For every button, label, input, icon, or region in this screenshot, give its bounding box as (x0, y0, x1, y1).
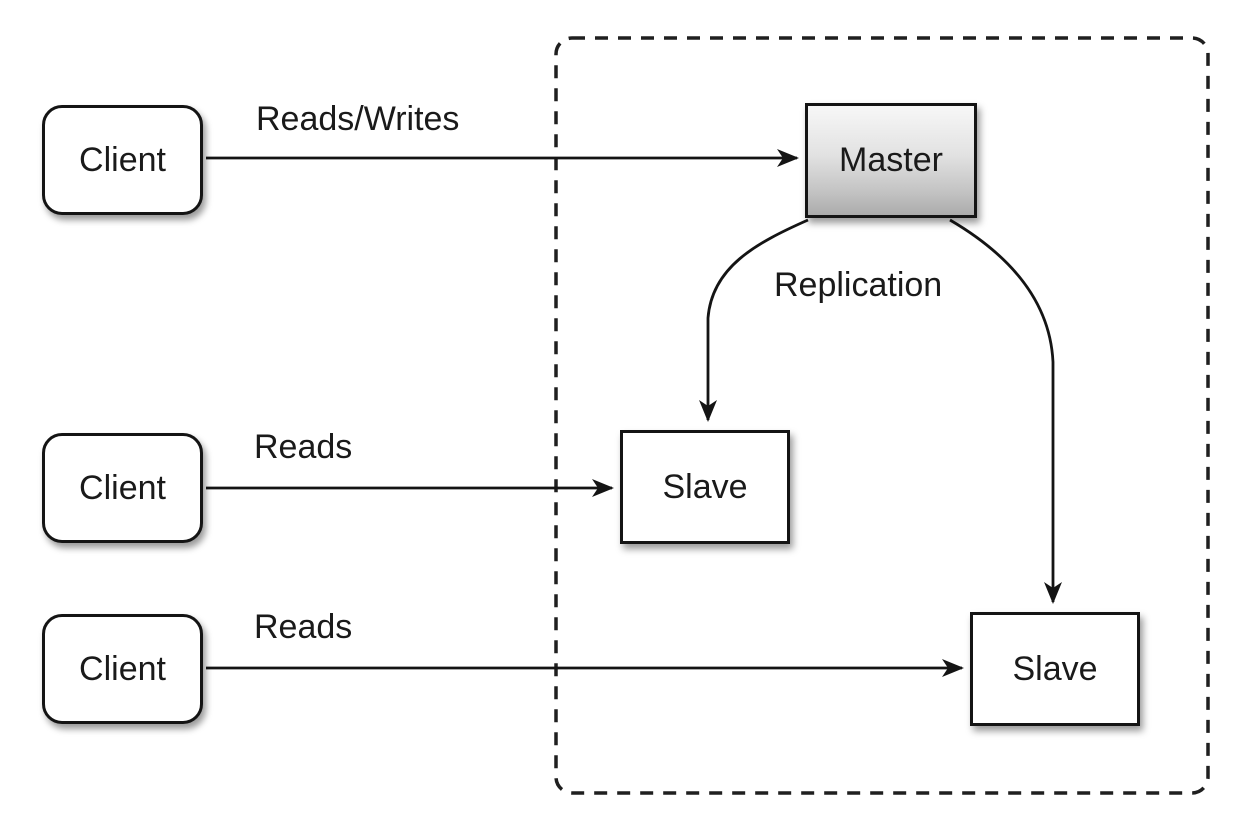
edge-label-reads-2: Reads (254, 608, 353, 646)
client-node-3-label: Client (79, 649, 166, 688)
slave-node-1-label: Slave (662, 467, 748, 506)
master-node: Master (805, 103, 977, 218)
replication-group-border (554, 36, 1210, 795)
edge-label-replication: Replication (774, 266, 943, 304)
slave-node-2: Slave (970, 612, 1140, 726)
edge-label-reads-writes: Reads/Writes (256, 100, 460, 138)
client-node-1: Client (42, 105, 203, 215)
edge-label-reads-1: Reads (254, 428, 353, 466)
slave-node-2-label: Slave (1012, 649, 1098, 688)
arrow-replication-left (699, 218, 809, 422)
client-node-2-label: Client (79, 468, 166, 507)
master-node-label: Master (839, 141, 943, 179)
arrow-replication-right (949, 218, 1062, 604)
client-node-3: Client (42, 614, 203, 724)
slave-node-1: Slave (620, 430, 790, 544)
client-node-2: Client (42, 433, 203, 543)
client-node-1-label: Client (79, 140, 166, 179)
